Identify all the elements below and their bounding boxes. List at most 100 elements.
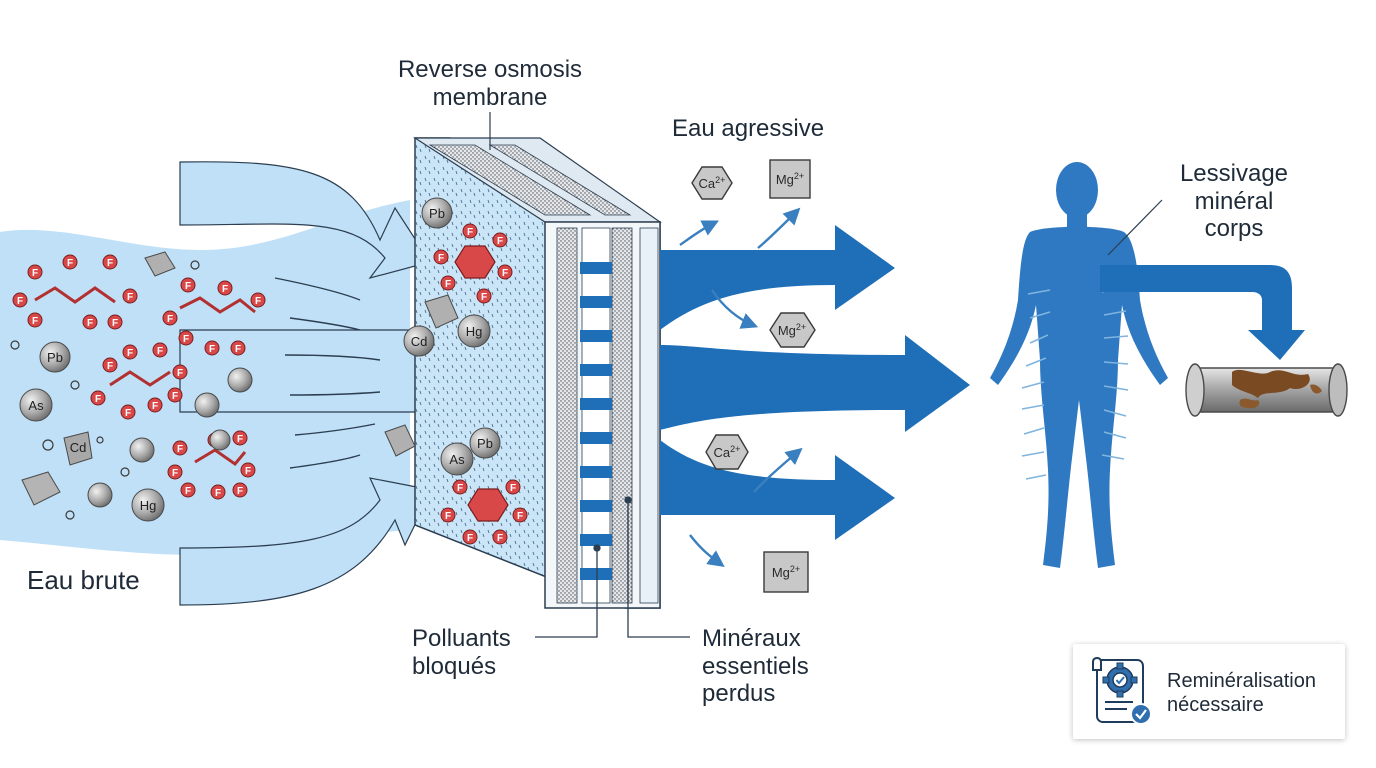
pfas-ring-top: F F F F F F: [433, 223, 513, 304]
svg-text:F: F: [107, 361, 113, 372]
svg-text:F: F: [177, 444, 183, 455]
svg-text:F: F: [152, 401, 158, 412]
remineralisation-text: Reminéralisation nécessaire: [1167, 669, 1316, 717]
metal-particles: [19, 251, 253, 522]
ion-arrows: [679, 207, 803, 567]
leaching-arrow: [1100, 265, 1305, 360]
svg-text:Cd: Cd: [70, 440, 87, 455]
flow-lines: [274, 277, 381, 469]
svg-text:F: F: [517, 511, 523, 522]
svg-text:F: F: [235, 344, 241, 355]
human-body-icon: [990, 162, 1168, 568]
svg-text:F: F: [209, 344, 215, 355]
lessivage-label-line2: minéral: [1194, 187, 1274, 215]
membrane-label: Reverse osmosis membrane: [380, 56, 600, 111]
outflow-arrow-middle: [660, 335, 970, 432]
svg-text:Pb: Pb: [47, 350, 63, 365]
membrane-label-line2: membrane: [432, 83, 548, 111]
svg-text:F: F: [127, 348, 133, 359]
svg-text:Pb: Pb: [429, 206, 445, 221]
polluants-label-line2: bloqués: [412, 652, 497, 680]
svg-text:F: F: [67, 258, 73, 269]
svg-text:F: F: [481, 292, 487, 303]
svg-text:F: F: [502, 268, 508, 279]
ion-mg-square-bottom: Mg2+: [763, 551, 809, 593]
polluants-label: Polluants bloqués: [412, 625, 511, 680]
pfas-ring-bottom: F F F F F F: [440, 479, 528, 545]
svg-text:F: F: [125, 408, 131, 419]
corroded-pipe-icon: [1185, 363, 1348, 417]
svg-text:As: As: [449, 452, 465, 467]
mineraux-label-line1: Minéraux: [702, 625, 801, 652]
svg-text:Cd: Cd: [411, 334, 428, 349]
svg-text:Mg2+: Mg2+: [772, 564, 800, 580]
ion-ca-hex-bottom: Ca2+: [705, 434, 749, 470]
svg-text:F: F: [255, 296, 261, 307]
svg-text:F: F: [445, 511, 451, 522]
inflow-arrow-top: [179, 161, 431, 280]
svg-text:As: As: [28, 398, 44, 413]
mineraux-label: Minéraux essentiels perdus: [702, 625, 809, 708]
svg-text:F: F: [32, 268, 38, 279]
svg-text:F: F: [510, 483, 516, 494]
ion-ca-hex-top: Ca2+: [691, 166, 733, 200]
ion-mg-square-top: Mg2+: [769, 159, 811, 199]
eau-agressive-label: Eau agressive: [672, 115, 825, 142]
svg-text:F: F: [497, 533, 503, 544]
svg-text:F: F: [87, 318, 93, 329]
svg-text:Ca2+: Ca2+: [714, 444, 741, 460]
svg-text:Mg2+: Mg2+: [776, 171, 804, 187]
svg-text:F: F: [237, 486, 243, 497]
svg-text:F: F: [222, 284, 228, 295]
inflow-arrow-bottom: [179, 477, 433, 606]
svg-text:F: F: [177, 368, 183, 379]
mineraux-label-line2: essentiels: [702, 652, 809, 680]
svg-text:F: F: [183, 334, 189, 345]
svg-text:F: F: [467, 227, 473, 238]
pollutants-blocked: Pb F F F F F F Cd Hg Pb As: [384, 197, 528, 545]
remineralisation-line2: nécessaire: [1167, 694, 1264, 716]
mineraux-label-line3: perdus: [702, 680, 776, 708]
svg-text:F: F: [107, 258, 113, 269]
svg-text:F: F: [467, 533, 473, 544]
svg-text:F: F: [185, 281, 191, 292]
svg-text:F: F: [245, 466, 251, 477]
svg-text:F: F: [157, 346, 163, 357]
svg-text:F: F: [497, 236, 503, 247]
svg-text:F: F: [185, 486, 191, 497]
svg-text:Hg: Hg: [466, 324, 483, 339]
lessivage-label-line3: corps: [1204, 215, 1264, 243]
svg-text:Hg: Hg: [140, 498, 157, 513]
lessivage-label-line1: Lessivage: [1179, 160, 1289, 187]
svg-text:F: F: [127, 292, 133, 303]
svg-text:F: F: [172, 391, 178, 402]
svg-text:F: F: [438, 253, 444, 264]
polluants-label-line1: Polluants: [412, 625, 511, 652]
remineralisation-callout: Reminéralisation nécessaire: [1073, 644, 1345, 739]
lessivage-leader: [1107, 199, 1163, 256]
outflow-arrow-bottom: [660, 440, 895, 540]
remineralisation-line1: Reminéralisation: [1167, 670, 1316, 692]
ro-membrane: [412, 112, 662, 609]
svg-text:F: F: [215, 488, 221, 499]
svg-text:Pb: Pb: [477, 436, 493, 451]
ion-mg-hex-middle: Mg2+: [769, 312, 816, 348]
svg-text:F: F: [112, 318, 118, 329]
outflow-arrows: [660, 225, 970, 540]
svg-text:F: F: [237, 434, 243, 445]
svg-text:Ca2+: Ca2+: [699, 175, 726, 191]
svg-text:F: F: [17, 296, 23, 307]
eau-brute-label: Eau brute: [27, 565, 140, 595]
svg-text:F: F: [172, 468, 178, 479]
outflow-arrow-top: [660, 225, 895, 330]
svg-text:F: F: [32, 316, 38, 327]
svg-text:Mg2+: Mg2+: [778, 322, 806, 338]
gear-check-certificate-icon: [1092, 656, 1152, 725]
svg-text:F: F: [445, 279, 451, 290]
svg-text:F: F: [95, 394, 101, 405]
svg-text:F: F: [457, 483, 463, 494]
